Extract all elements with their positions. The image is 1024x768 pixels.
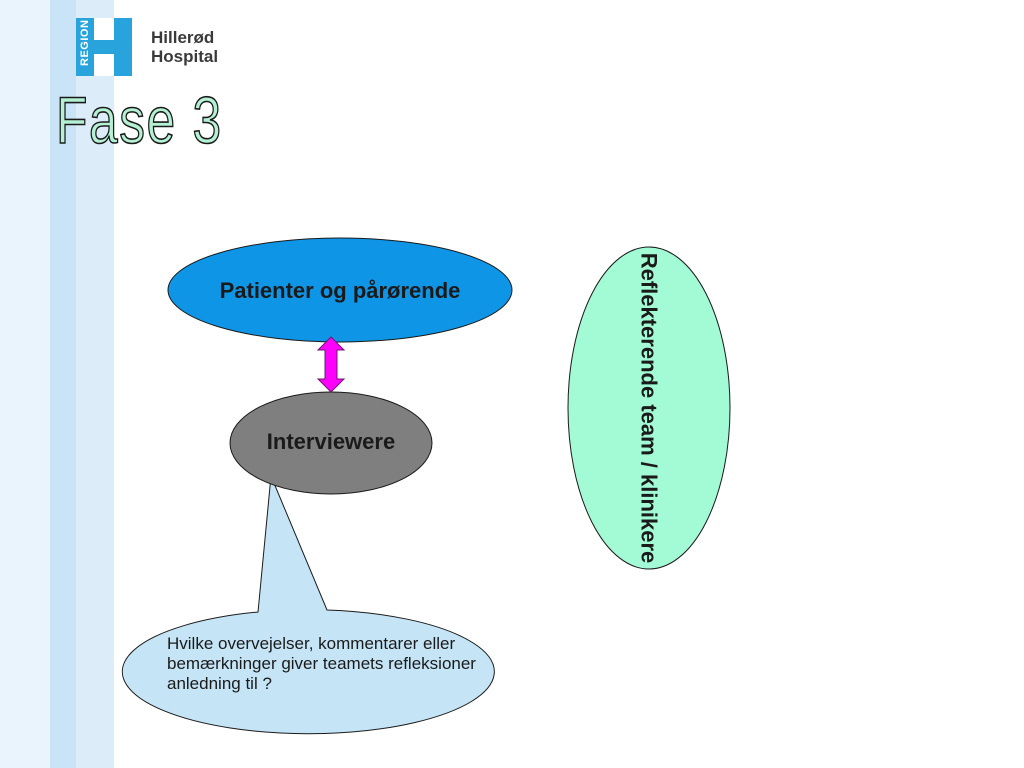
background-stripe-pale (76, 0, 114, 768)
logo-hospital-line1: Hillerød (151, 28, 215, 47)
reflecting-team-label: Reflekterende team / klinikere (636, 252, 662, 564)
hospital-logo: REGION Hillerød Hospital (76, 18, 236, 78)
background-stripe-light (0, 0, 50, 768)
patients-label: Patienter og pårørende (219, 278, 461, 303)
speech-bubble (121, 475, 495, 735)
logo-hospital-name: Hillerød Hospital (151, 28, 218, 66)
reflecting-team-node (567, 246, 731, 570)
interviewers-label: Interviewere (266, 429, 396, 454)
logo-hospital-line2: Hospital (151, 47, 219, 66)
slide-title: Fase 3 (55, 82, 223, 158)
patients-node (167, 237, 513, 343)
background-stripe-mid (50, 0, 76, 768)
speech-bubble-text: Hvilke overvejelser, kommentarer eller b… (167, 634, 476, 693)
hospital-h-icon (76, 18, 136, 76)
double-arrow (316, 336, 346, 393)
